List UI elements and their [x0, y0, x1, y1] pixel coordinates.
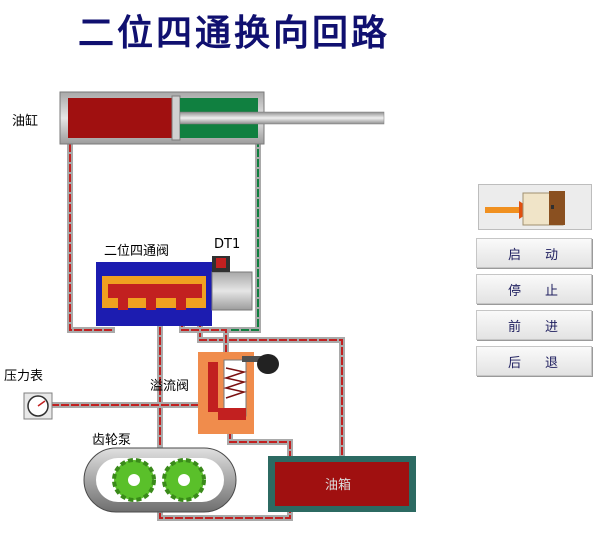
pressure-gauge [23, 392, 53, 420]
tank-label: 油箱 [325, 477, 351, 493]
gauge-label: 压力表 [4, 369, 43, 384]
page-title: 二位四通换向回路 [78, 12, 391, 54]
exit-icon[interactable] [478, 184, 592, 230]
start-button[interactable]: 启动 [476, 238, 592, 268]
valve-label: 二位四通阀 [104, 244, 169, 259]
stop-button[interactable]: 停止 [476, 274, 592, 304]
cylinder [59, 91, 385, 145]
directional-valve [96, 256, 253, 326]
solenoid-label: DT1 [214, 237, 240, 252]
cylinder-label: 油缸 [12, 113, 38, 129]
oil-tank [268, 456, 416, 512]
gear-pump [83, 447, 237, 513]
relief-valve-label: 溢流阀 [150, 379, 189, 394]
control-panel: 启动 停止 前进 后退 [476, 184, 592, 376]
relief-valve [198, 352, 279, 434]
forward-button[interactable]: 前进 [476, 310, 592, 340]
back-button[interactable]: 后退 [476, 346, 592, 376]
pump-label: 齿轮泵 [92, 433, 131, 448]
